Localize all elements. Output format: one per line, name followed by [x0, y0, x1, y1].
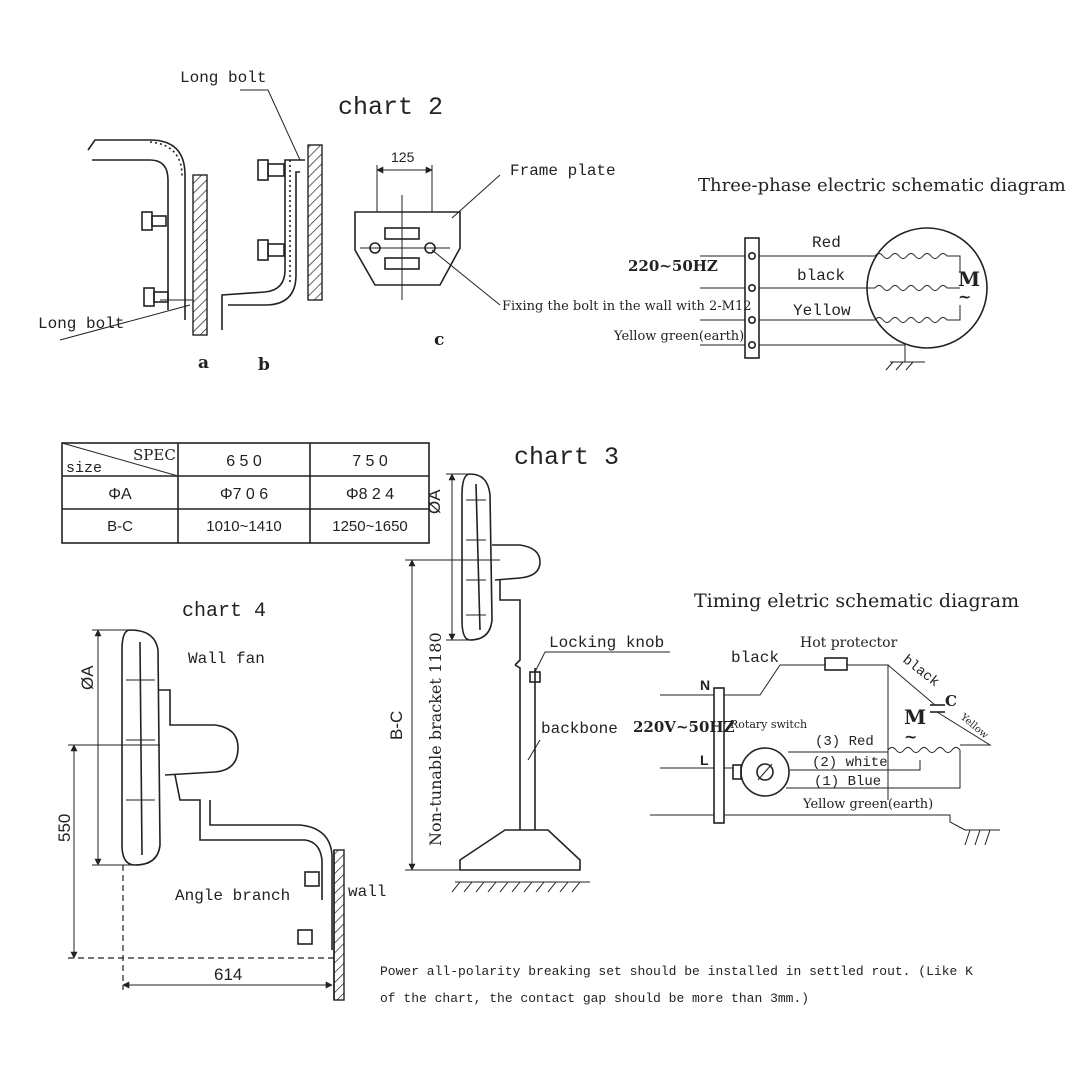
- chart4-dim-a: ØA: [78, 665, 97, 690]
- long-bolt-left-label: Long bolt: [38, 315, 124, 333]
- fixing-note: Fixing the bolt in the wall with 2-M12: [502, 299, 752, 314]
- chart4-wall: wall: [348, 883, 386, 901]
- drawing-label-c: c: [434, 330, 444, 350]
- chart3-group: chart 3 ØA B-C Non-tunable bracket 1180 …: [387, 443, 670, 893]
- spec-row-a-label: ΦA: [108, 486, 132, 503]
- chart3-non-tunable-label: Non-tunable bracket 1180: [426, 632, 445, 846]
- timing-capacitor-c: C: [945, 692, 957, 710]
- wall-fan-drawing: [68, 629, 345, 1001]
- timing-wire-white: (2) white: [812, 755, 888, 771]
- chart3-dim-bc: B-C: [387, 711, 406, 740]
- stand-fan-drawing: [405, 473, 670, 893]
- spec-col-750: 7 5 0: [352, 453, 388, 470]
- timing-voltage: 220V~50HZ: [633, 718, 735, 736]
- chart2-group: chart 2 Long bolt a: [38, 69, 752, 375]
- frame-plate-label: Frame plate: [510, 162, 616, 180]
- frame-plate-drawing-c: [354, 165, 501, 306]
- timing-terminal-n: N: [700, 677, 710, 693]
- dim-125-label: 125: [391, 149, 415, 165]
- long-bolt-top-label: Long bolt: [180, 69, 266, 87]
- three-phase-motor-tilde: ~: [958, 287, 971, 306]
- spec-row-bc-750: 1250~1650: [332, 518, 408, 535]
- chart2-title: chart 2: [338, 93, 443, 122]
- note-line-1: Power all-polarity breaking set should b…: [380, 964, 973, 979]
- chart4-dim-550: 550: [55, 814, 74, 842]
- chart4-title: chart 4: [182, 600, 266, 623]
- timing-earth: Yellow green(earth): [802, 797, 933, 812]
- bracket-drawing-a: [59, 139, 208, 341]
- timing-hot-protector: Hot protector: [800, 635, 898, 651]
- timing-terminal-l: L: [700, 752, 709, 768]
- spec-header-spec: SPEC: [133, 446, 176, 464]
- three-phase-wire-yellow: Yellow: [793, 302, 851, 320]
- chart3-dim-a: ØA: [425, 489, 444, 514]
- three-phase-title: Three-phase electric schematic diagram: [698, 175, 1066, 196]
- spec-table: SPEC size 6 5 0 7 5 0 ΦA Φ7 0 6 Φ8 2 4 B…: [61, 442, 430, 544]
- spec-col-650: 6 5 0: [226, 453, 262, 470]
- timing-motor-tilde: ~: [904, 727, 917, 746]
- timing-black-right: black: [899, 652, 942, 690]
- timing-rotary-switch: Rotary switch: [730, 718, 807, 731]
- bracket-drawing-b: [221, 89, 323, 330]
- three-phase-schematic: Three-phase electric schematic diagram M…: [613, 175, 1066, 371]
- timing-wire-blue: (1) Blue: [814, 774, 881, 790]
- three-phase-wire-red: Red: [812, 234, 841, 252]
- spec-row-bc-label: B-C: [107, 518, 133, 535]
- chart4-wall-fan: Wall fan: [188, 650, 265, 668]
- timing-black-left: black: [731, 649, 779, 667]
- chart4-angle-branch: Angle branch: [175, 887, 290, 905]
- three-phase-earth: Yellow green(earth): [613, 329, 744, 344]
- spec-header-size: size: [66, 460, 102, 477]
- timing-motor-symbol: M: [904, 705, 926, 729]
- three-phase-wire-black: black: [797, 267, 845, 285]
- timing-title: Timing eletric schematic diagram: [694, 590, 1019, 612]
- chart4-group: chart 4 Wall fan ØA 550 614 Angle branch: [55, 600, 386, 1001]
- spec-row-a-650: Φ7 0 6: [220, 486, 268, 503]
- installation-note: Power all-polarity breaking set should b…: [380, 964, 973, 1006]
- spec-row-bc-650: 1010~1410: [206, 518, 282, 535]
- chart4-dim-614: 614: [214, 965, 242, 984]
- drawing-label-b: b: [258, 355, 270, 375]
- chart3-locking-knob: Locking knob: [549, 634, 664, 652]
- drawing-label-a: a: [198, 353, 209, 373]
- three-phase-voltage: 220~50HZ: [628, 257, 718, 275]
- three-phase-motor-symbol: M: [958, 267, 980, 291]
- spec-row-a-750: Φ8 2 4: [346, 486, 394, 503]
- timing-wire-red: (3) Red: [815, 734, 874, 750]
- note-line-2: of the chart, the contact gap should be …: [380, 991, 809, 1006]
- timing-yellow: Yellow: [957, 711, 990, 741]
- chart3-title: chart 3: [514, 443, 619, 472]
- timing-schematic: Timing eletric schematic diagram N L M ~…: [633, 590, 1019, 846]
- chart3-backbone: backbone: [541, 720, 618, 738]
